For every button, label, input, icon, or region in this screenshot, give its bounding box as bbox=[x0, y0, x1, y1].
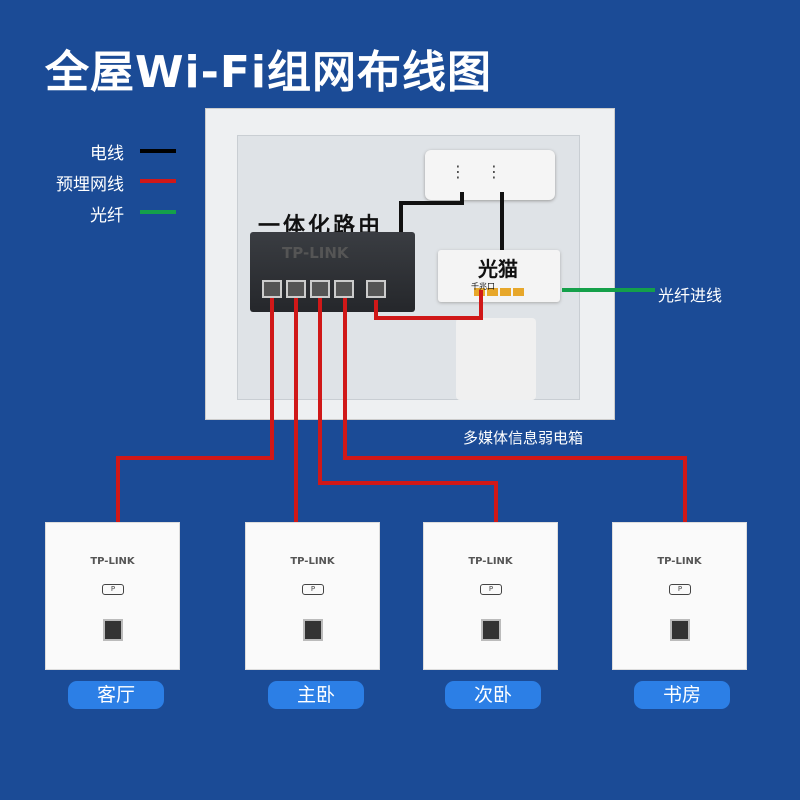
room-label: 客厅 bbox=[68, 681, 164, 709]
panel-brand: TP-LINK bbox=[657, 556, 702, 567]
led-icon: P bbox=[480, 584, 502, 595]
lan-port bbox=[310, 280, 330, 298]
led-icon: P bbox=[102, 584, 124, 595]
cable-study bbox=[343, 298, 687, 522]
router-brand: TP-LINK bbox=[282, 244, 349, 262]
modem-port bbox=[513, 288, 524, 296]
box-caption: 多媒体信息弱电箱 bbox=[463, 429, 584, 447]
ap-panel-second-bedroom: TP-LINK P bbox=[423, 522, 558, 670]
ethernet-port-icon bbox=[103, 619, 123, 641]
wan-cable bbox=[374, 290, 483, 320]
cable-living-room bbox=[116, 298, 274, 522]
ethernet-port-icon bbox=[670, 619, 690, 641]
ap-panel-master-bedroom: TP-LINK P bbox=[245, 522, 380, 670]
wifi-bracket bbox=[456, 318, 536, 400]
room-label: 次卧 bbox=[445, 681, 541, 709]
panel-brand: TP-LINK bbox=[468, 556, 513, 567]
panel-brand: TP-LINK bbox=[290, 556, 335, 567]
power-strip: ⋮ ⋮ bbox=[425, 150, 555, 200]
ap-panel-living-room: TP-LINK P bbox=[45, 522, 180, 670]
led-icon: P bbox=[669, 584, 691, 595]
lan-port bbox=[262, 280, 282, 298]
modem-label: 光猫 bbox=[478, 257, 518, 281]
lan-port bbox=[334, 280, 354, 298]
socket-icon: ⋮ bbox=[450, 162, 466, 181]
router: TP-LINK bbox=[250, 232, 415, 312]
lan-port bbox=[286, 280, 306, 298]
ethernet-port-icon bbox=[481, 619, 501, 641]
legend-fiber: 光纤 bbox=[90, 206, 124, 226]
optical-modem bbox=[438, 250, 560, 302]
power-wire-router bbox=[399, 192, 464, 232]
legend-power: 电线 bbox=[90, 144, 124, 164]
room-label: 书房 bbox=[634, 681, 730, 709]
led-icon: P bbox=[302, 584, 324, 595]
legend-network: 预埋网线 bbox=[56, 175, 124, 195]
modem-port bbox=[500, 288, 511, 296]
socket-icon: ⋮ bbox=[486, 162, 502, 181]
fiber-label: 光纤进线 bbox=[658, 286, 723, 305]
ethernet-port-icon bbox=[303, 619, 323, 641]
modem-port bbox=[487, 288, 498, 296]
wan-port bbox=[366, 280, 386, 298]
cable-second-bedroom bbox=[318, 298, 498, 522]
ap-panel-study: TP-LINK P bbox=[612, 522, 747, 670]
gigabit-port-label: 千兆口 bbox=[471, 282, 495, 291]
panel-brand: TP-LINK bbox=[90, 556, 135, 567]
room-label: 主卧 bbox=[268, 681, 364, 709]
page-title: 全屋Wi-Fi组网布线图 bbox=[45, 47, 493, 98]
